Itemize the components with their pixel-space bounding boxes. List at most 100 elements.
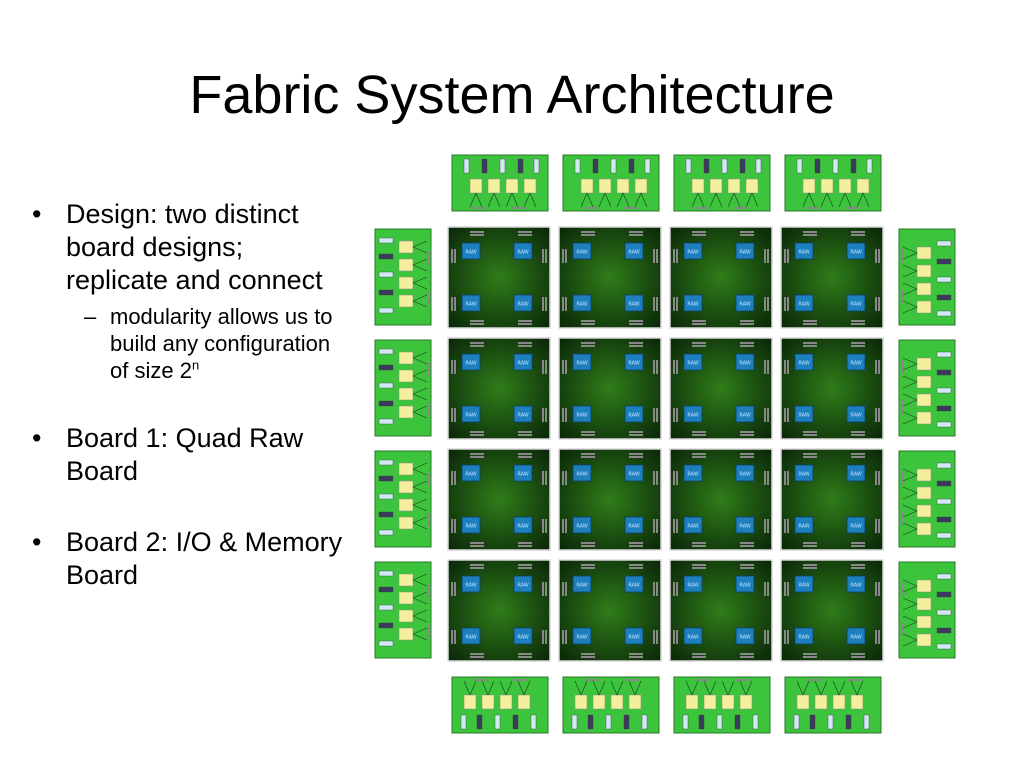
board-connector: [454, 297, 456, 311]
board-connector: [673, 408, 675, 422]
board-trace: [586, 192, 594, 208]
board-connector: [583, 207, 597, 209]
board-connector: [803, 453, 817, 455]
board-trace: [902, 492, 918, 500]
board-connector: [803, 567, 817, 569]
board-connector: [692, 342, 706, 344]
board-connector: [764, 582, 766, 596]
board-trace: [902, 381, 918, 389]
board-connector: [851, 234, 865, 236]
raw-chip-label: RAW: [465, 472, 476, 478]
board-connector: [764, 360, 766, 374]
board-connector: [518, 456, 532, 458]
board-connector: [767, 630, 769, 644]
board-connector: [740, 345, 754, 347]
board-connector: [851, 323, 865, 325]
raw-chip-label: RAW: [850, 524, 861, 530]
raw-chip: [513, 294, 533, 312]
io-memory-board: [784, 676, 882, 734]
raw-board-pcb: [558, 448, 662, 551]
io-component: [936, 294, 952, 301]
raw-chip: [461, 242, 481, 260]
board-trace: [412, 609, 428, 617]
raw-chip-label: RAW: [687, 361, 698, 367]
board-connector: [784, 297, 786, 311]
board-connector: [470, 456, 484, 458]
board-trace: [493, 192, 501, 208]
board-connector: [427, 251, 429, 265]
board-connector: [764, 630, 766, 644]
board-connector: [875, 249, 877, 263]
board-connector: [851, 453, 865, 455]
board-trace: [412, 504, 428, 512]
raw-chip-label: RAW: [739, 250, 750, 256]
io-component: [721, 158, 728, 174]
raw-chip-label: RAW: [850, 472, 861, 478]
io-component: [378, 475, 394, 482]
board-connector: [875, 630, 877, 644]
board-trace: [832, 680, 840, 696]
raw-chip-label: RAW: [850, 583, 861, 589]
board-connector: [851, 542, 865, 544]
board-connector: [451, 471, 453, 485]
raw-chip: [683, 575, 703, 593]
board-connector: [565, 408, 567, 422]
board-connector: [629, 231, 643, 233]
board-trace: [487, 680, 495, 696]
memory-chip: [398, 627, 414, 641]
board-connector: [851, 567, 865, 569]
board-connector: [851, 434, 865, 436]
raw-chip-label: RAW: [798, 524, 809, 530]
raw-chip-label: RAW: [798, 583, 809, 589]
board-trace: [902, 246, 918, 254]
board-connector: [565, 630, 567, 644]
raw-chip: [846, 242, 866, 260]
raw-chip-label: RAW: [465, 413, 476, 419]
io-component: [814, 158, 821, 174]
io-component: [698, 714, 705, 730]
raw-chip-label: RAW: [687, 472, 698, 478]
board-connector: [767, 249, 769, 263]
board-connector: [692, 323, 706, 325]
raw-board-pcb: [669, 226, 773, 329]
board-connector: [581, 234, 595, 236]
raw-chip: [513, 405, 533, 423]
board-connector: [629, 320, 643, 322]
board-trace: [685, 680, 693, 696]
raw-chip: [735, 242, 755, 260]
board-connector: [740, 656, 754, 658]
board-connector: [878, 408, 880, 422]
raw-chip-label: RAW: [465, 361, 476, 367]
raw-chip-label: RAW: [576, 361, 587, 367]
io-component: [476, 714, 483, 730]
board-connector: [851, 545, 865, 547]
board-connector: [740, 323, 754, 325]
board-connector: [673, 297, 675, 311]
memory-chip: [814, 694, 828, 710]
board-connector: [653, 519, 655, 533]
raw-board-pcb: [780, 226, 884, 329]
io-component: [936, 516, 952, 523]
board-trace: [902, 603, 918, 611]
raw-chip: [794, 353, 814, 371]
memory-chip: [398, 387, 414, 401]
board-connector: [694, 207, 708, 209]
board-connector: [470, 542, 484, 544]
board-connector: [676, 630, 678, 644]
memory-chip: [598, 178, 612, 194]
board-connector: [629, 323, 643, 325]
io-component: [378, 289, 394, 296]
io-component: [378, 529, 394, 536]
board-trace: [640, 192, 648, 208]
board-trace: [856, 192, 864, 208]
board-connector: [692, 567, 706, 569]
io-component: [378, 586, 394, 593]
memory-chip: [820, 178, 834, 194]
board-connector: [542, 360, 544, 374]
